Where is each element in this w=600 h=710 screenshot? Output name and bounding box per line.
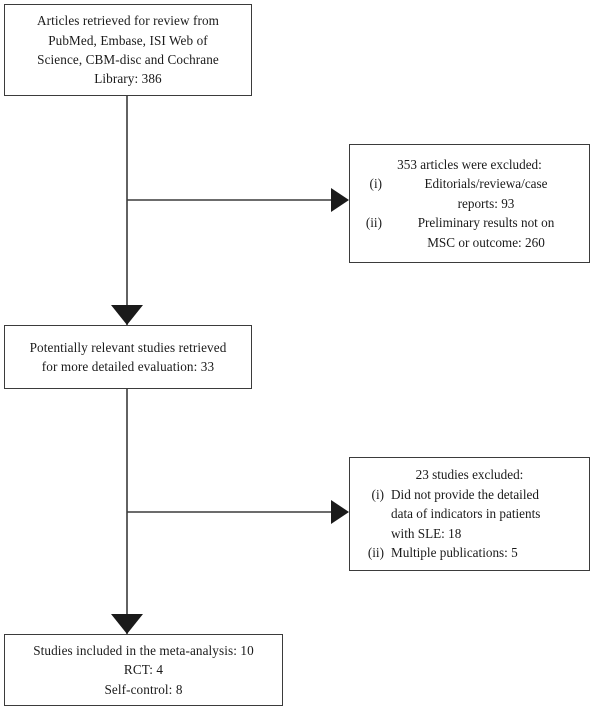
list-item-text: Multiple publications: 5 [391, 545, 518, 561]
node-text-line: for more detailed evaluation: 33 [41, 359, 215, 374]
list-item-text: Did not provide the detailed data of ind… [391, 486, 541, 541]
list-item-marker: (i) [369, 176, 382, 192]
node-text-line: PubMed, Embase, ISI Web of [48, 32, 208, 48]
arrowhead-down-into-relevant [111, 305, 143, 325]
list-item: (i) Editorials/reviewa/case reports: 93 [350, 174, 583, 213]
exclusion-reason-list: (i) Did not provide the detailed data of… [350, 485, 589, 563]
node-text-line: Studies included in the meta-analysis: 1… [33, 642, 254, 658]
arrowhead-right-into-excluded-2 [331, 500, 349, 524]
node-text-line: Self-control: 8 [104, 681, 183, 697]
node-articles-retrieved: Articles retrieved for review from PubMe… [4, 4, 252, 96]
list-item-marker: (i) [371, 486, 384, 502]
arrowhead-down-into-included [111, 614, 143, 634]
exclusion-reason-list: (i) Editorials/reviewa/case reports: 93 … [350, 174, 589, 252]
arrowhead-right-into-excluded-1 [331, 188, 349, 212]
node-articles-excluded: 353 articles were excluded: (i) Editoria… [349, 144, 590, 263]
exclusion-title: 23 studies excluded: [415, 467, 524, 483]
list-item-marker: (ii) [365, 215, 382, 231]
node-text-line: Potentially relevant studies retrieved [29, 339, 227, 355]
node-text-line: Library: 386 [94, 71, 162, 87]
node-text-line: Articles retrieved for review from [36, 13, 220, 29]
list-item-text: Editorials/reviewa/case reports: 93 [424, 176, 548, 211]
node-studies-included: Studies included in the meta-analysis: 1… [4, 634, 283, 706]
list-item-text: Preliminary results not on MSC or outcom… [417, 215, 555, 250]
list-item: (i) Did not provide the detailed data of… [350, 485, 585, 543]
node-studies-excluded: 23 studies excluded: (i) Did not provide… [349, 457, 590, 571]
list-item: (ii) Multiple publications: 5 [350, 543, 585, 562]
node-text-line: Science, CBM-disc and Cochrane [37, 52, 219, 67]
list-item-marker: (ii) [367, 545, 384, 561]
node-potentially-relevant-studies: Potentially relevant studies retrieved f… [4, 325, 252, 389]
list-item: (ii) Preliminary results not on MSC or o… [350, 213, 583, 252]
node-text-line: RCT: 4 [123, 662, 164, 678]
exclusion-title: 353 articles were excluded: [397, 156, 542, 172]
